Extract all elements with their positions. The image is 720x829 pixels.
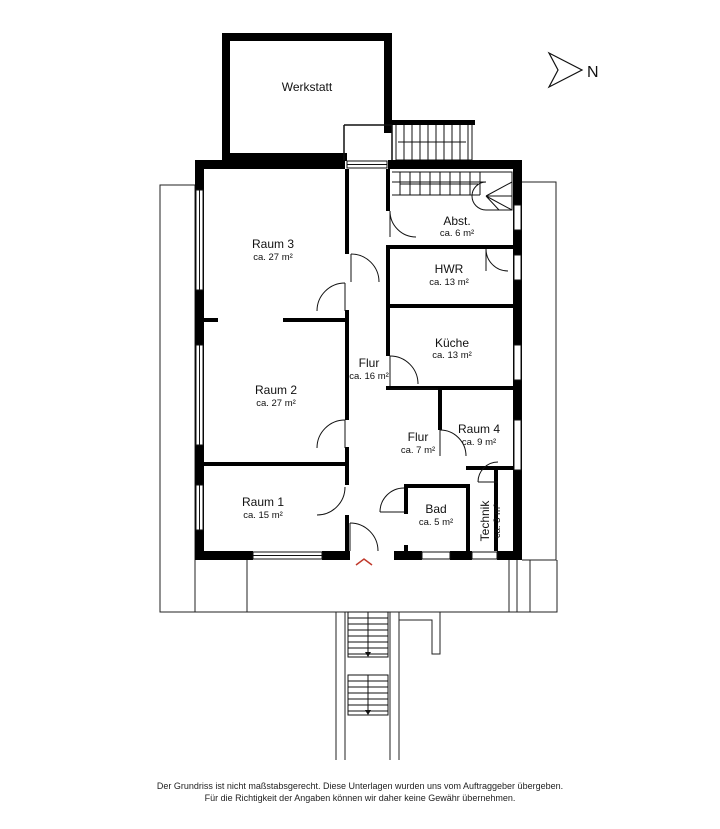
room-name-abst: Abst. (443, 214, 470, 228)
door-swings (316, 210, 509, 552)
room-name-flur-small: Flur (408, 430, 429, 444)
room-name-raum1: Raum 1 (242, 495, 284, 509)
room-area-abst: ca. 6 m² (440, 228, 474, 239)
abst-stair (392, 171, 513, 211)
werkstatt-walls (222, 33, 392, 161)
interior-walls (204, 169, 514, 551)
stair-arrow-icon (365, 652, 371, 657)
room-area-flur-main: ca. 16 m² (349, 371, 389, 382)
room-area-technik: ca. 3 m² (492, 504, 503, 538)
stair-top-wall (392, 120, 475, 125)
room-name-werkstatt: Werkstatt (282, 80, 333, 94)
right-windows (513, 204, 522, 471)
terrace-outline (159, 181, 558, 760)
room-name-hwr: HWR (435, 262, 464, 276)
room-area-raum2: ca. 27 m² (256, 398, 296, 409)
room-area-hwr: ca. 13 m² (429, 277, 469, 288)
room-name-raum3: Raum 3 (252, 237, 294, 251)
room-name-flur-main: Flur (359, 356, 380, 370)
left-windows (195, 189, 204, 531)
north-label: N (587, 64, 599, 81)
room-area-bad: ca. 5 m² (419, 517, 453, 528)
north-arrow-icon (547, 51, 584, 89)
bottom-openings (252, 551, 498, 560)
room-name-bad: Bad (425, 502, 446, 516)
lower-stairs (347, 611, 389, 716)
disclaimer-line-1: Der Grundriss ist nicht maßstabsgerecht.… (156, 781, 564, 791)
outer-stair-top (395, 123, 473, 161)
top-window (346, 160, 388, 169)
disclaimer-line-2: Für die Richtigkeit der Angaben können w… (204, 793, 516, 803)
room-name-kueche: Küche (435, 336, 469, 350)
room-area-kueche: ca. 13 m² (432, 350, 472, 361)
room-name-technik: Technik (478, 500, 492, 542)
room-area-raum1: ca. 15 m² (243, 510, 283, 521)
room-area-flur-small: ca. 7 m² (401, 445, 435, 456)
stair-arrow-icon (365, 710, 371, 715)
room-name-raum4: Raum 4 (458, 422, 500, 436)
entry-marker-icon (355, 558, 373, 566)
room-area-raum3: ca. 27 m² (253, 252, 293, 263)
room-area-raum4: ca. 9 m² (462, 437, 496, 448)
room-name-raum2: Raum 2 (255, 383, 297, 397)
